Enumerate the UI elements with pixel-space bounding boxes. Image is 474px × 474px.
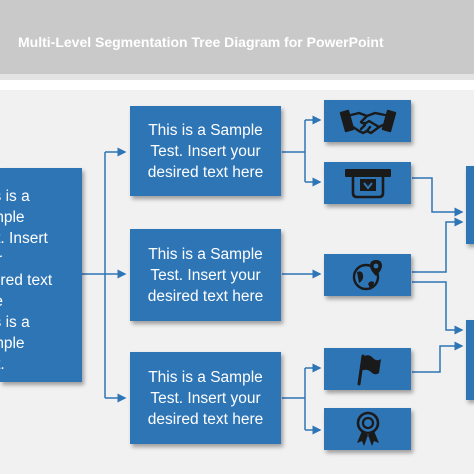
award-ribbon-icon	[356, 411, 379, 446]
root-text-line: Sample	[0, 335, 25, 352]
branch-box-text: This is a Sample Test. Insert your desir…	[148, 244, 263, 307]
connector-globe-down	[412, 281, 464, 335]
right-box-top	[466, 166, 474, 244]
branch-box-1: This is a Sample Test. Insert your desir…	[130, 106, 281, 196]
root-text-line: your	[0, 249, 82, 270]
icon-box-atm	[324, 162, 411, 204]
branch-box-text: This is a Sample Test. Insert your desir…	[148, 120, 263, 183]
slide-title: Multi-Level Segmentation Tree Diagram fo…	[18, 34, 384, 50]
title-bar: Multi-Level Segmentation Tree Diagram fo…	[0, 0, 474, 80]
handshake-icon	[339, 109, 396, 135]
icon-box-flag	[324, 348, 411, 390]
atm-icon	[344, 169, 391, 199]
branch-text-line: Test. Insert your	[150, 142, 261, 160]
right-box-bottom	[466, 320, 474, 400]
branch-text-line: This is a Sample	[148, 245, 263, 263]
connector-atm-out	[412, 177, 464, 217]
root-text-line: here	[0, 291, 82, 312]
branch-text-line: This is a Sample	[148, 368, 263, 386]
branch-text-line: This is a Sample	[148, 121, 263, 139]
icon-box-globe	[324, 254, 411, 296]
root-box: This is a Sample Test. Insert your desir…	[0, 168, 82, 382]
root-text-line: Test.	[0, 356, 5, 373]
icon-box-handshake	[324, 100, 411, 142]
globe-location-icon	[352, 260, 382, 291]
root-text-line: desired text	[0, 272, 53, 289]
branch-text-line: Test. Insert your	[150, 266, 261, 284]
connector-globe-up	[412, 217, 464, 273]
branch-box-3: This is a Sample Test. Insert your desir…	[130, 352, 281, 444]
branch-text-line: desired text here	[147, 163, 264, 181]
branch-text-line: Test. Insert your	[150, 389, 261, 407]
icon-box-award	[324, 408, 411, 450]
flag-icon	[357, 354, 381, 386]
branch-box-2: This is a Sample Test. Insert your desir…	[130, 229, 281, 321]
root-text-line: Test. Insert	[0, 230, 48, 247]
root-text-line: This is a	[0, 314, 30, 331]
branch-box-text: This is a Sample Test. Insert your desir…	[148, 367, 263, 430]
branch-text-line: desired text here	[147, 287, 264, 305]
branch-text-line: desired text here	[147, 410, 264, 428]
connector-flag-out	[412, 341, 464, 373]
root-text-line: Sample	[0, 209, 25, 226]
root-text-line: This is a	[0, 188, 30, 205]
